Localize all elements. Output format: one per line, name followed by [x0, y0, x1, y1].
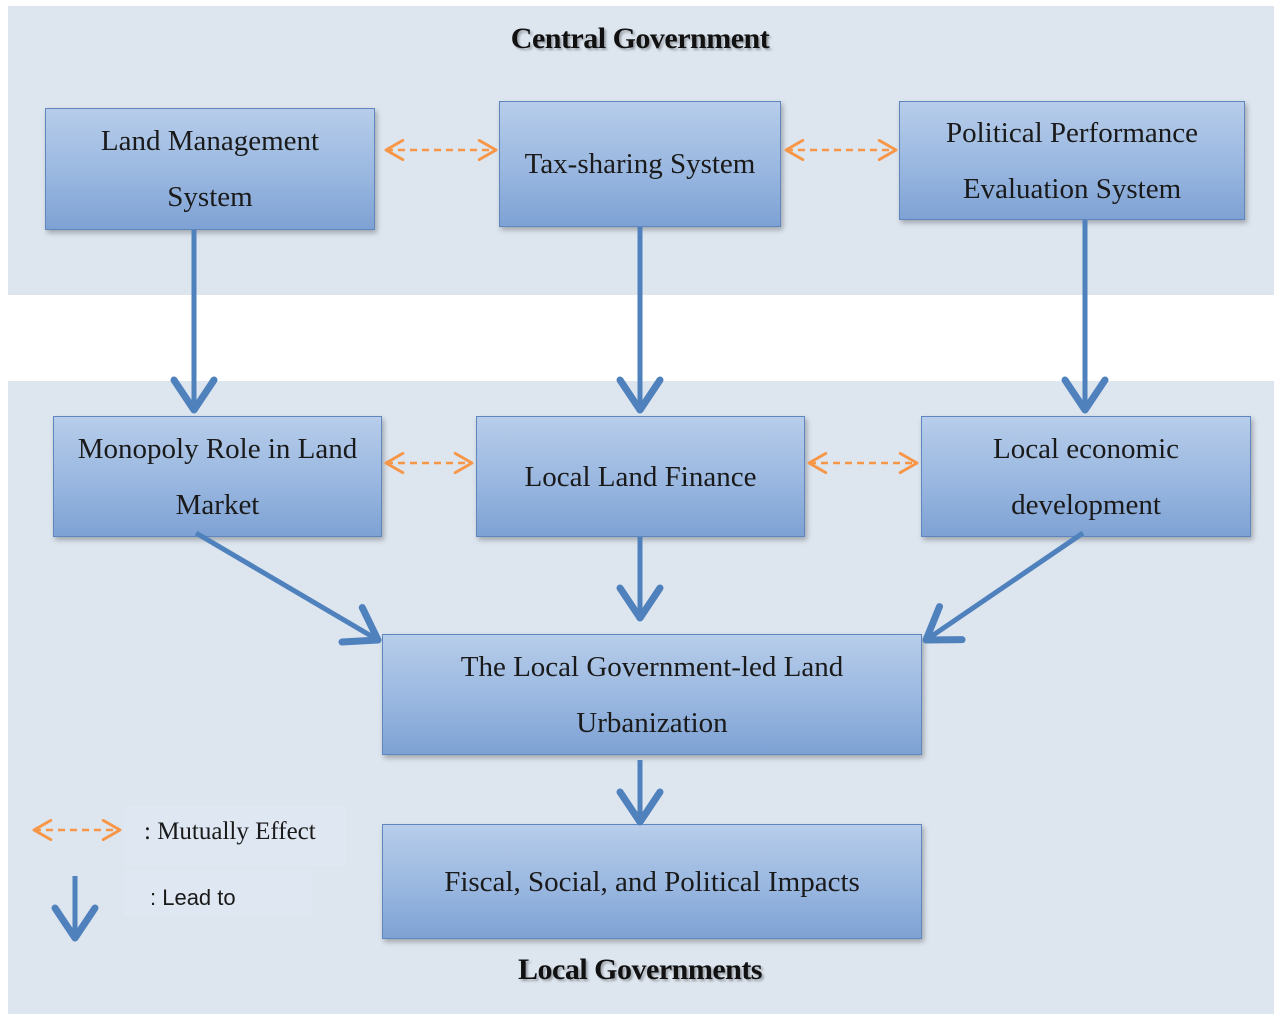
tax-sharing-label: Tax-sharing System: [524, 148, 756, 180]
monopoly-role-label: Monopoly Role in Land Market: [77, 432, 358, 521]
land-urbanization-box: The Local Government-led Land Urbanizati…: [382, 634, 922, 755]
land-management-label: Land Management System: [100, 125, 320, 213]
local-land-finance-label: Local Land Finance: [524, 460, 757, 493]
arrow-economic-to-urbanization: [922, 530, 1085, 644]
local-land-finance-box: Local Land Finance: [476, 416, 805, 537]
impacts-box: Fiscal, Social, and Political Impacts: [382, 824, 922, 939]
legend-lead-label: : Lead to: [150, 885, 236, 910]
legend-mutual-label: : Mutually Effect: [144, 818, 316, 845]
land-management-box: Land Management System: [45, 108, 375, 230]
impacts-label: Fiscal, Social, and Political Impacts: [444, 865, 860, 898]
arrow-monopoly-to-urbanization: [194, 530, 382, 646]
legend-mutual-bg: [124, 806, 346, 866]
land-urbanization-label: The Local Government-led Land Urbanizati…: [460, 650, 844, 739]
tax-sharing-box: Tax-sharing System: [499, 101, 781, 227]
local-economic-label: Local economic development: [993, 432, 1179, 521]
political-performance-box: Political Performance Evaluation System: [899, 101, 1245, 220]
political-performance-label: Political Performance Evaluation System: [945, 116, 1199, 205]
local-governments-title: Local Governments: [518, 953, 762, 986]
legend-lead-bg: [124, 871, 312, 915]
monopoly-role-box: Monopoly Role in Land Market: [53, 416, 382, 537]
central-government-title: Central Government: [510, 22, 770, 55]
local-economic-box: Local economic development: [921, 416, 1251, 537]
